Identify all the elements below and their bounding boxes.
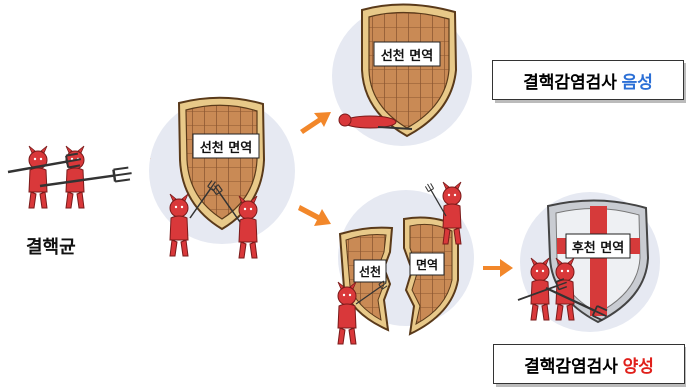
bacteria-label: 결핵균 <box>26 237 76 257</box>
shield-label-bg <box>353 259 387 283</box>
innate-broken-group: 선천 면역 <box>337 181 474 345</box>
shield-label-innate-top: 선천 면역 <box>381 48 433 64</box>
attacking-bacteria-1 <box>169 193 189 257</box>
arrow-to-positive <box>298 205 331 226</box>
wooden-shield-top <box>361 3 458 138</box>
result-positive-prefix: 결핵감염검사 <box>524 356 618 376</box>
innate-center-group: 선천 면역 <box>149 96 295 259</box>
shield-label-broken-left: 선천 <box>359 264 381 279</box>
shield-label-innate-center: 선천 면역 <box>200 140 252 156</box>
arrow-to-acquired <box>483 259 513 277</box>
result-positive-value: 양성 <box>622 356 654 376</box>
shield-label-broken-right: 면역 <box>416 257 438 272</box>
shield-label-bg <box>192 133 260 159</box>
broken-shield-right <box>403 216 459 336</box>
invading-bacteria-2 <box>337 281 357 345</box>
arrow-to-negative <box>300 112 331 134</box>
result-positive-box: 결핵감염검사 양성 <box>493 344 685 384</box>
result-negative-box: 결핵감염검사 음성 <box>492 60 684 100</box>
result-negative-prefix: 결핵감염검사 <box>523 72 617 92</box>
bacteria-devil-1 <box>28 145 48 209</box>
pitchfork-2 <box>37 165 134 194</box>
bacteria-group <box>5 145 134 209</box>
attacking-bacteria-2 <box>238 195 258 259</box>
shield-label-bg <box>373 41 441 67</box>
shield-label-bg <box>409 252 445 276</box>
defeated-bacteria <box>338 113 413 130</box>
shield-label-bg <box>565 233 631 259</box>
shield-cross-vertical <box>590 206 607 316</box>
result-negative-value: 음성 <box>621 72 653 92</box>
shield-label-acquired: 후천 면역 <box>572 240 624 256</box>
innate-top-group: 선천 면역 <box>332 3 472 146</box>
acquired-group: 후천 면역 <box>515 192 660 332</box>
